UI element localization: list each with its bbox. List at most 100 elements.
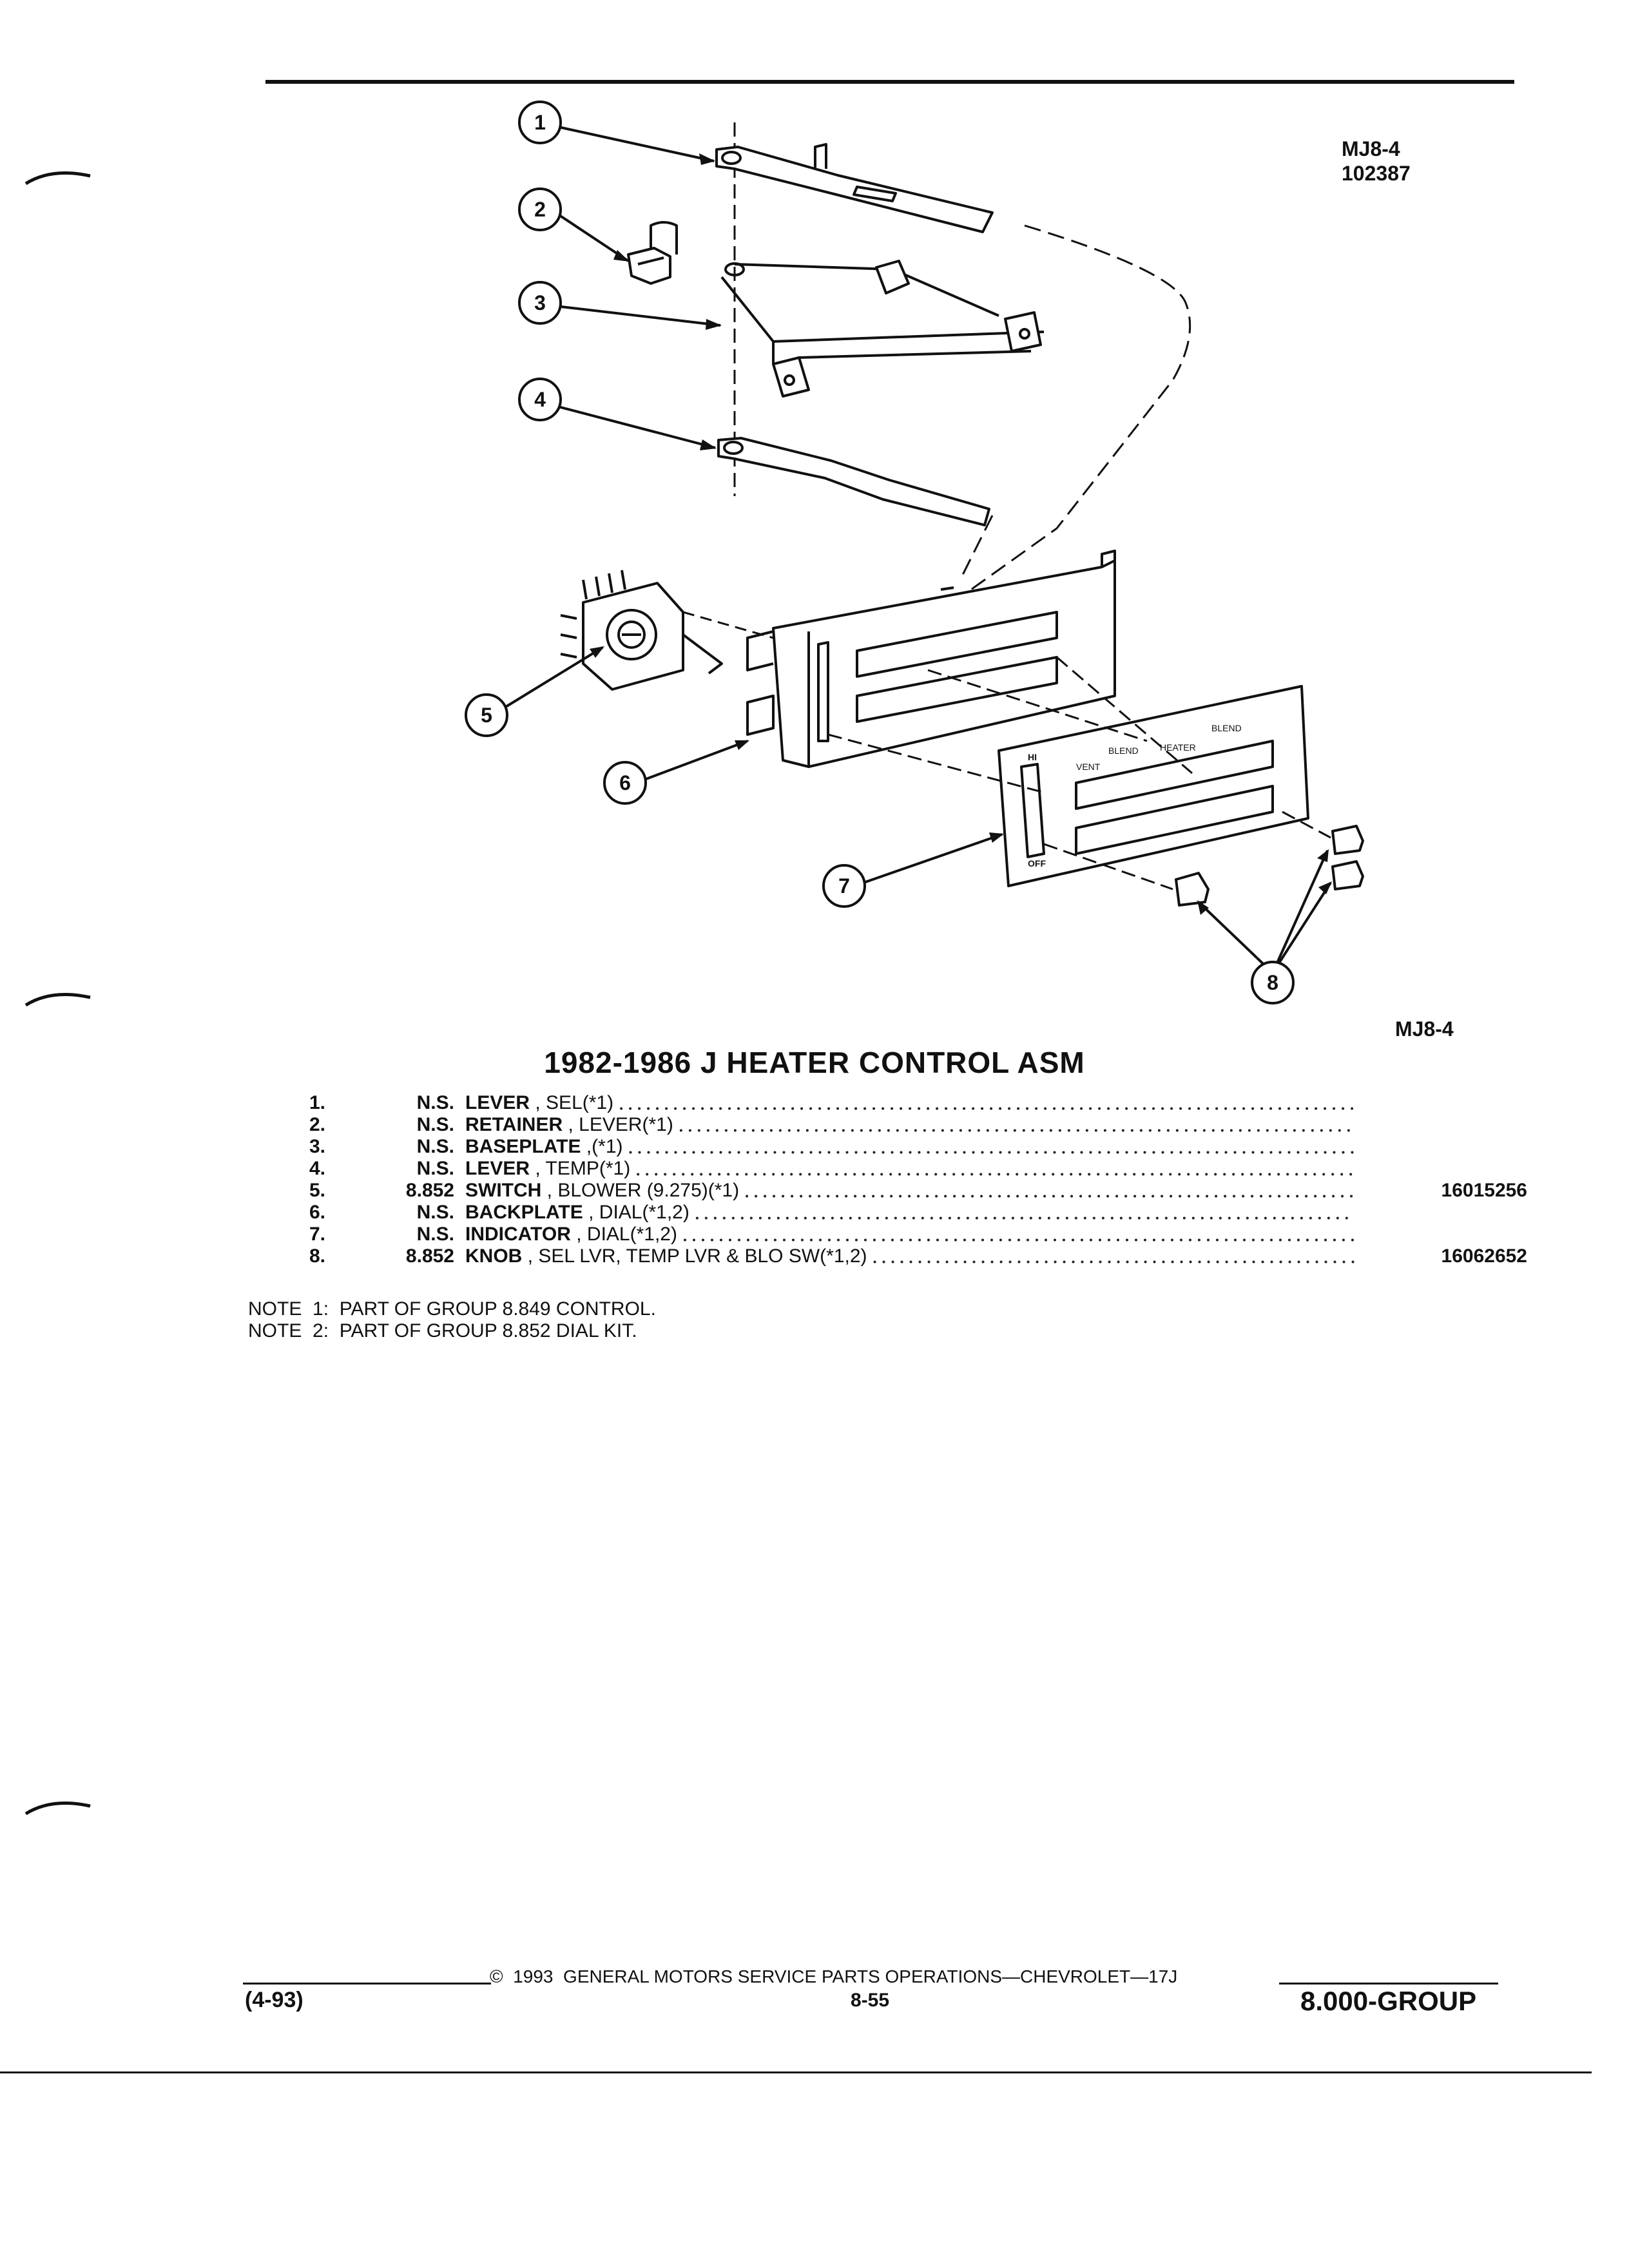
leader-dot [989, 1195, 992, 1198]
leader-dot [1161, 1195, 1164, 1198]
leader-dot [805, 1129, 809, 1132]
figure-ref-line-1: MJ8-4 [1342, 137, 1400, 160]
leader-dot [1098, 1238, 1101, 1242]
part-description: BACKPLATE , DIAL(*1,2) [465, 1202, 689, 1224]
figure-ref-line-2: 102387 [1342, 162, 1411, 185]
leader-dot [963, 1107, 966, 1110]
leader-dot [1216, 1260, 1219, 1264]
part-name: BASEPLATE [465, 1136, 581, 1157]
leader-dot [1144, 1260, 1147, 1264]
leader-dot [854, 1151, 858, 1154]
leader-dot [939, 1216, 942, 1220]
leader-dot [1206, 1238, 1210, 1242]
leader-dot [1092, 1216, 1095, 1220]
leader-dot [872, 1195, 875, 1198]
leader-dot [818, 1151, 822, 1154]
leader-dot [742, 1129, 746, 1132]
callout-4: 4 [534, 388, 546, 411]
leader-dot [1166, 1129, 1170, 1132]
footer-copyright: © 1993 GENERAL MOTORS SERVICE PARTS OPER… [490, 1966, 1178, 1986]
leader-dot [746, 1195, 749, 1198]
leader-dot [836, 1238, 840, 1242]
leader-dot [1269, 1195, 1272, 1198]
leader-dot [1067, 1129, 1070, 1132]
leader-dot [998, 1173, 1001, 1176]
leader-dot [737, 1238, 740, 1242]
leader-dot [1170, 1195, 1173, 1198]
leader-dot [1296, 1151, 1300, 1154]
leader-dot [1128, 1216, 1132, 1220]
leader-dot [1124, 1173, 1127, 1176]
leader-dot [1142, 1195, 1146, 1198]
leader-dot [1327, 1216, 1330, 1220]
leader-dot [1286, 1173, 1289, 1176]
leader-dot [1152, 1107, 1155, 1110]
leader-dot [1309, 1216, 1312, 1220]
leader-dot [781, 1173, 784, 1176]
leader-dot [1239, 1129, 1242, 1132]
leader-dot [1315, 1260, 1318, 1264]
leader-dot [679, 1129, 682, 1132]
leader-dot [1211, 1129, 1215, 1132]
leader-dot [1116, 1107, 1119, 1110]
leader-dot [1004, 1129, 1007, 1132]
leader-dot [1275, 1129, 1278, 1132]
leader-dot [1273, 1216, 1276, 1220]
leader-dot [736, 1173, 739, 1176]
leader-dot [763, 1173, 766, 1176]
leader-dot [646, 1173, 649, 1176]
leader-dot [1083, 1216, 1086, 1220]
leader-dot [1026, 1238, 1029, 1242]
leader-dot [773, 1151, 776, 1154]
leader-dot [778, 1129, 782, 1132]
leader-dot [656, 1107, 659, 1110]
leader-dot [1351, 1107, 1354, 1110]
leader-dot [1164, 1216, 1168, 1220]
leader-dot [972, 1238, 975, 1242]
leader-dot [1088, 1173, 1091, 1176]
leader-dot [1008, 1260, 1012, 1264]
leader-dot [954, 1107, 957, 1110]
leader-dot [882, 1107, 885, 1110]
leader-dot [1074, 1216, 1077, 1220]
part-7-indicator-dial [827, 656, 1309, 887]
leader-dot [1098, 1107, 1101, 1110]
leader-dot [1191, 1216, 1195, 1220]
leader-dot [815, 1129, 818, 1132]
leader-dot [986, 1129, 989, 1132]
leader-dot [1047, 1216, 1050, 1220]
part-number-index: 8. [309, 1245, 326, 1267]
panel-label-blend-1: BLEND [1108, 745, 1139, 756]
leader-dot [1089, 1238, 1092, 1242]
panel-label-heater: HEATER [1160, 742, 1196, 753]
leader-dot [1268, 1173, 1271, 1176]
margin-mark-2 [24, 993, 91, 1007]
leader-dot [1215, 1151, 1219, 1154]
leader-dot [941, 1129, 944, 1132]
leader-dot [990, 1238, 993, 1242]
footer-date: (4-93) [245, 1988, 304, 2012]
leader-dot [1008, 1151, 1011, 1154]
leader-dot [1179, 1238, 1182, 1242]
leader-dot [898, 1173, 901, 1176]
callout-7: 7 [838, 874, 850, 898]
leader-dot [1342, 1107, 1345, 1110]
leader-dot [1242, 1151, 1246, 1154]
leader-dot [1322, 1173, 1325, 1176]
leader-dot [1296, 1238, 1300, 1242]
leader-dot [970, 1173, 974, 1176]
leader-dot [1287, 1151, 1291, 1154]
leader-dot [896, 1129, 899, 1132]
footer-page-number: 8-55 [851, 1990, 890, 2011]
leader-dot [1017, 1151, 1020, 1154]
leader-dot [826, 1173, 829, 1176]
part-description: LEVER , SEL(*1) [465, 1092, 613, 1114]
part-3-baseplate [720, 260, 1045, 398]
leader-dot [1278, 1107, 1282, 1110]
leader-dot [845, 1107, 849, 1110]
leader-dot [1233, 1107, 1237, 1110]
leader-dot [1035, 1151, 1038, 1154]
leader-dot [932, 1129, 935, 1132]
leader-dot [1072, 1260, 1075, 1264]
leader-dot [1130, 1129, 1133, 1132]
